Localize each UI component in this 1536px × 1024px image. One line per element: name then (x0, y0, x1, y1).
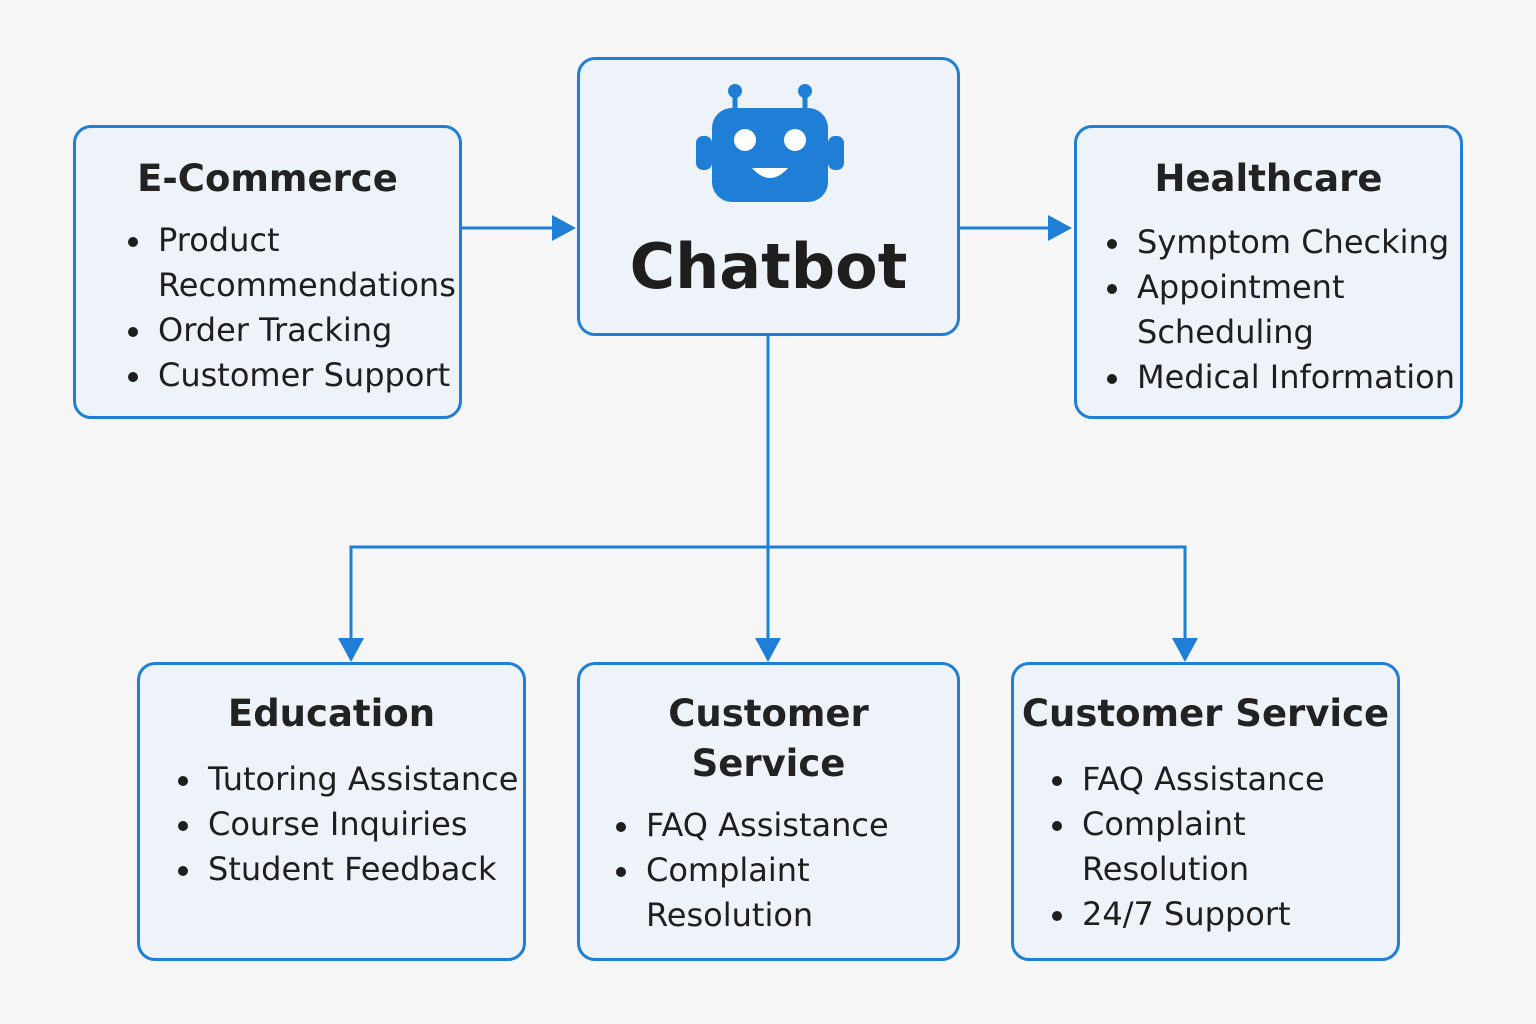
education-box: Education Tutoring Assistance Course Inq… (137, 662, 526, 961)
list-item: Recommendations (158, 266, 456, 304)
list-item: Customer Support (128, 353, 456, 398)
arrowhead-into-customer-service-b (1172, 638, 1198, 662)
list-item: Student Feedback (178, 847, 518, 892)
list-item: Scheduling (1137, 313, 1314, 351)
arrowhead-into-healthcare (1048, 215, 1072, 241)
list-item: Symptom Checking (1107, 220, 1455, 265)
connector-branch (349, 545, 1187, 640)
arrowhead-into-education (338, 638, 364, 662)
customer-service-list-right: FAQ Assistance Complaint Resolution 24/7… (1052, 757, 1325, 937)
list-item: Complaint (616, 848, 889, 893)
list-item: Resolution (646, 896, 814, 934)
customer-service-title-line2: Service (691, 742, 846, 785)
list-item: FAQ Assistance (616, 803, 889, 848)
healthcare-list: Symptom Checking Appointment Scheduling … (1107, 220, 1455, 400)
healthcare-title: Healthcare (1154, 157, 1383, 200)
education-list: Tutoring Assistance Course Inquiries Stu… (178, 757, 518, 892)
customer-service-box-middle: Customer Service FAQ Assistance Complain… (577, 662, 960, 961)
list-item: Appointment (1107, 265, 1455, 310)
list-item: Complaint (1052, 802, 1325, 847)
ecommerce-title: E-Commerce (137, 157, 398, 200)
customer-service-box-right: Customer Service FAQ Assistance Complain… (1011, 662, 1400, 961)
list-item: Medical Information (1107, 355, 1455, 400)
customer-service-list-middle: FAQ Assistance Complaint Resolution (616, 803, 889, 938)
chatbot-box: Chatbot (577, 57, 960, 336)
robot-icon (696, 84, 844, 202)
education-title: Education (227, 692, 436, 735)
customer-service-title-line1: Customer (668, 692, 869, 735)
list-item: 24/7 Support (1052, 892, 1325, 937)
list-item: Course Inquiries (178, 802, 518, 847)
customer-service-title: Customer Service (1021, 692, 1390, 735)
list-item: Resolution (1082, 850, 1250, 888)
list-item: Tutoring Assistance (178, 757, 518, 802)
list-item: FAQ Assistance (1052, 757, 1325, 802)
arrowhead-into-chatbot (552, 215, 576, 241)
list-item: Order Tracking (128, 308, 456, 353)
arrowhead-into-customer-service-a (755, 638, 781, 662)
list-item: Product (128, 218, 456, 263)
chatbot-title: Chatbot (629, 230, 908, 303)
ecommerce-list: Product Recommendations Order Tracking C… (128, 218, 456, 398)
healthcare-box: Healthcare Symptom Checking Appointment … (1074, 125, 1463, 419)
ecommerce-box: E-Commerce Product Recommendations Order… (73, 125, 462, 419)
